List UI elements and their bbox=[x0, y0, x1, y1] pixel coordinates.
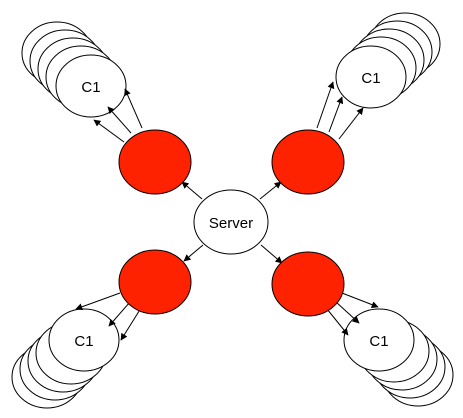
arrow-server-to-relay bbox=[181, 181, 203, 200]
client-stack-top-left: C1 bbox=[21, 21, 127, 118]
client-node-front bbox=[343, 308, 415, 372]
client-node-front bbox=[55, 54, 127, 118]
client-label: C1 bbox=[369, 333, 388, 350]
server-node: Server bbox=[193, 189, 269, 255]
relay-node-bottom-right bbox=[271, 251, 345, 317]
arrow-relay-to-client bbox=[335, 301, 360, 324]
arrows bbox=[75, 81, 379, 341]
client-stack-top-right: C1 bbox=[335, 12, 441, 109]
relay-node-bottom-left bbox=[118, 249, 192, 315]
arrow-relay-to-client bbox=[328, 96, 344, 133]
arrow-relay-to-client bbox=[75, 292, 121, 311]
server-label: Server bbox=[209, 215, 253, 232]
arrow-relay-to-client bbox=[316, 81, 335, 129]
arrow-relay-to-client bbox=[326, 308, 349, 336]
arrow-relay-to-client bbox=[107, 106, 132, 134]
client-label: C1 bbox=[74, 333, 93, 350]
arrow-relay-to-client bbox=[93, 119, 125, 143]
relay-node-top-right bbox=[271, 129, 345, 195]
arrow-relay-to-client bbox=[108, 301, 131, 327]
client-node-front bbox=[48, 308, 120, 372]
client-stack-bottom-left: C1 bbox=[11, 308, 120, 409]
arrow-server-to-relay bbox=[260, 244, 283, 264]
client-stack-bottom-right: C1 bbox=[343, 308, 454, 407]
relay-nodes bbox=[118, 129, 345, 317]
client-node-front bbox=[335, 45, 407, 109]
server-circle bbox=[193, 189, 269, 255]
arrow-server-to-relay bbox=[259, 181, 282, 200]
arrow-relay-to-client bbox=[338, 107, 364, 140]
client-label: C1 bbox=[361, 70, 380, 87]
arrow-server-to-relay bbox=[183, 244, 204, 262]
arrow-relay-to-client bbox=[124, 88, 143, 129]
client-label: C1 bbox=[81, 79, 100, 96]
arrow-relay-to-client bbox=[341, 292, 379, 308]
arrow-relay-to-client bbox=[120, 307, 142, 341]
relay-node-top-left bbox=[118, 129, 192, 195]
